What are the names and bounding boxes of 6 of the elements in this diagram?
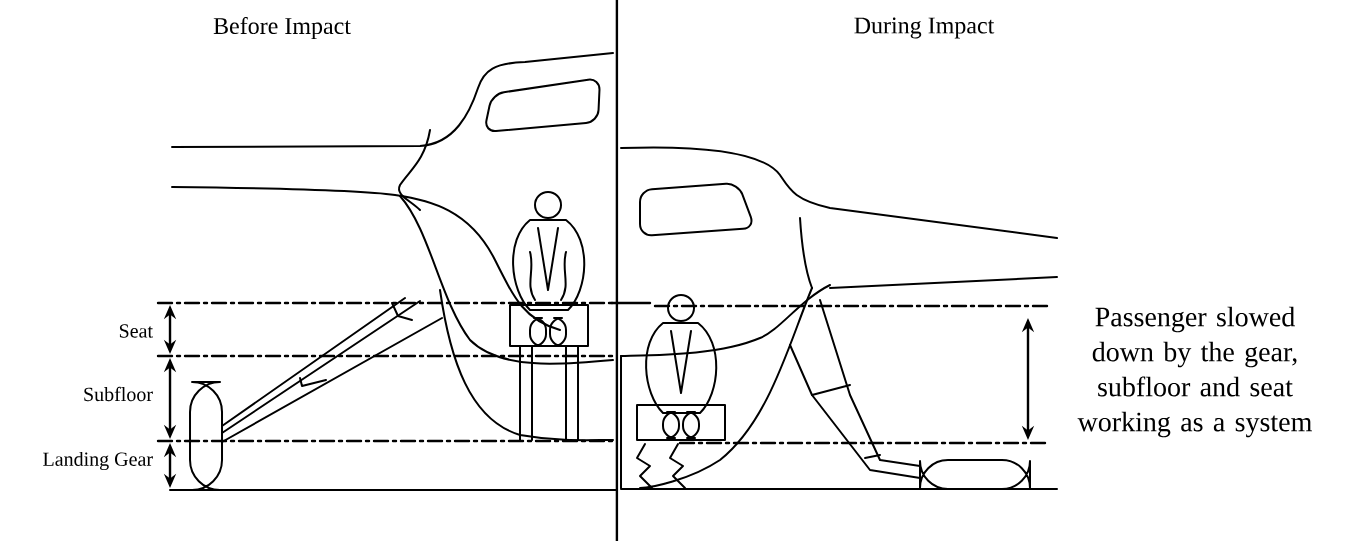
dimension-label: Landing Gear — [43, 451, 153, 471]
annotation-text: Passenger slowed down by the gear, subfloor and seat working as a system — [1077, 306, 1312, 438]
panel-title: During Impact — [854, 17, 995, 39]
dimension-label: Subfloor — [84, 386, 153, 402]
dimension-label: Seat — [119, 324, 153, 338]
panel-title: Before Impact — [213, 17, 351, 39]
